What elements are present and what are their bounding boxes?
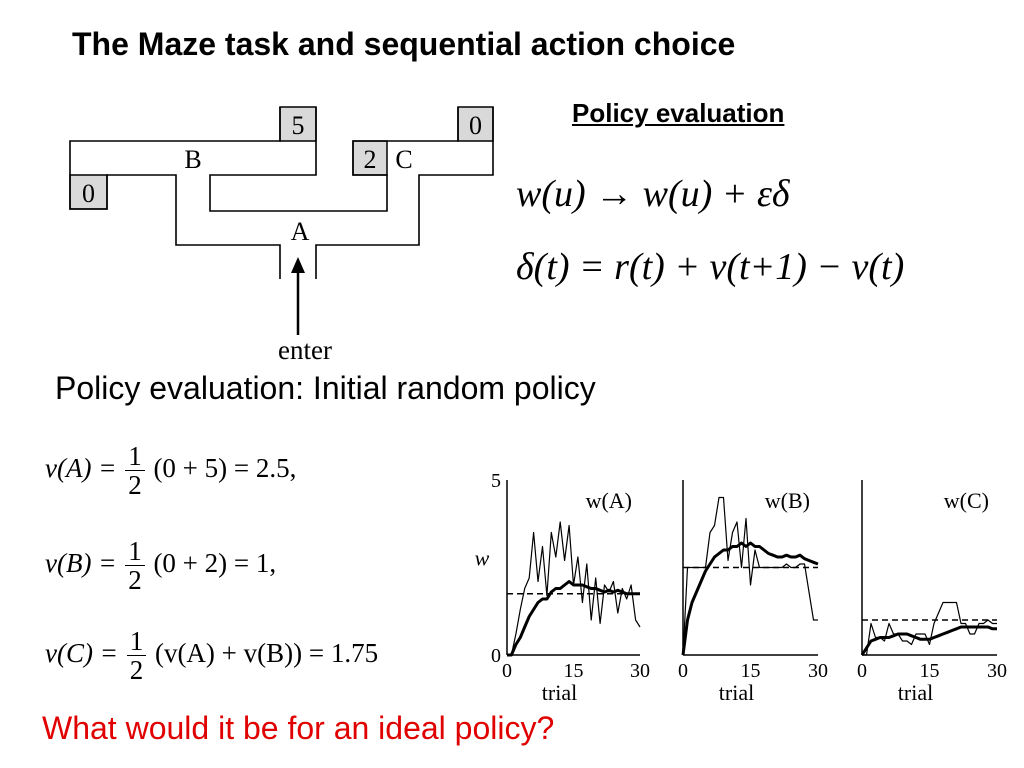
value-c-lhs: v(C) = bbox=[45, 638, 118, 669]
value-a-lhs: v(A) = bbox=[45, 453, 117, 484]
series-line-raw bbox=[682, 496, 818, 656]
chart-title: w(C) bbox=[944, 488, 989, 513]
y-axis-label: w bbox=[475, 546, 490, 571]
reward-c-left: 2 bbox=[364, 145, 377, 174]
series-line-smoothed bbox=[681, 541, 819, 656]
x-tick-label: 0 bbox=[857, 660, 867, 682]
policy-evaluation-heading: Policy evaluation bbox=[572, 98, 785, 128]
value-c-rhs: (v(A) + v(B)) = 1.75 bbox=[154, 638, 379, 669]
x-tick-label: 0 bbox=[502, 660, 512, 682]
x-tick-label: 15 bbox=[564, 660, 584, 682]
td-error-equation: δ(t) = r(t) + v(t+1) − v(t) bbox=[516, 246, 905, 288]
maze-walls bbox=[69, 107, 494, 279]
x-tick-label: 30 bbox=[630, 660, 650, 682]
chart-title: w(A) bbox=[586, 488, 632, 513]
x-tick-label: 30 bbox=[808, 660, 828, 682]
series-line-smoothed bbox=[507, 580, 640, 657]
value-b-rhs: (0 + 2) = 1, bbox=[153, 548, 277, 579]
fraction-numerator: 1 bbox=[125, 537, 145, 567]
x-tick-label: 15 bbox=[741, 660, 761, 682]
subtitle: Policy evaluation: Initial random policy bbox=[55, 370, 596, 406]
x-axis-label: trial bbox=[542, 680, 577, 705]
enter-arrowhead bbox=[291, 257, 305, 273]
x-axis-label: trial bbox=[719, 680, 754, 705]
reward-b-left: 0 bbox=[82, 179, 95, 208]
reward-b-right: 5 bbox=[292, 111, 305, 140]
weight-charts: 0 15 30 trial w(A) 0 5 w 0 15 30 trial w(B) 0 15 30 tria… bbox=[475, 470, 1007, 705]
x-tick-label: 0 bbox=[678, 660, 688, 682]
reward-c-right: 0 bbox=[469, 111, 482, 140]
state-label-c: C bbox=[395, 145, 412, 174]
series-line-smoothed bbox=[860, 625, 997, 656]
value-a-rhs: (0 + 5) = 2.5, bbox=[153, 453, 297, 484]
update-rule-equation: w(u) → w(u) + εδ bbox=[516, 173, 790, 215]
x-axis-label: trial bbox=[898, 680, 933, 705]
slide-title: The Maze task and sequential action choi… bbox=[72, 26, 736, 62]
y-tick-label: 0 bbox=[491, 645, 501, 667]
x-tick-label: 15 bbox=[920, 660, 940, 682]
x-tick-label: 30 bbox=[987, 660, 1007, 682]
series-line-raw bbox=[862, 601, 997, 656]
series-line-raw bbox=[507, 521, 641, 656]
fraction-denominator: 2 bbox=[129, 655, 144, 686]
maze-diagram: 0 5 2 0 B C A enter bbox=[69, 106, 494, 365]
reward-box-b-right bbox=[279, 106, 317, 142]
fraction-denominator: 2 bbox=[128, 470, 142, 501]
question-text: What would it be for an ideal policy? bbox=[42, 710, 555, 746]
value-b-lhs: v(B) = bbox=[45, 548, 117, 579]
chart-title: w(B) bbox=[765, 488, 810, 513]
enter-label: enter bbox=[278, 335, 332, 365]
fraction-denominator: 2 bbox=[128, 565, 142, 596]
fraction-numerator: 1 bbox=[125, 442, 145, 472]
y-tick-label: 5 bbox=[491, 470, 501, 492]
state-label-b: B bbox=[184, 145, 201, 174]
state-label-a: A bbox=[291, 217, 310, 246]
fraction-numerator: 1 bbox=[126, 627, 147, 657]
